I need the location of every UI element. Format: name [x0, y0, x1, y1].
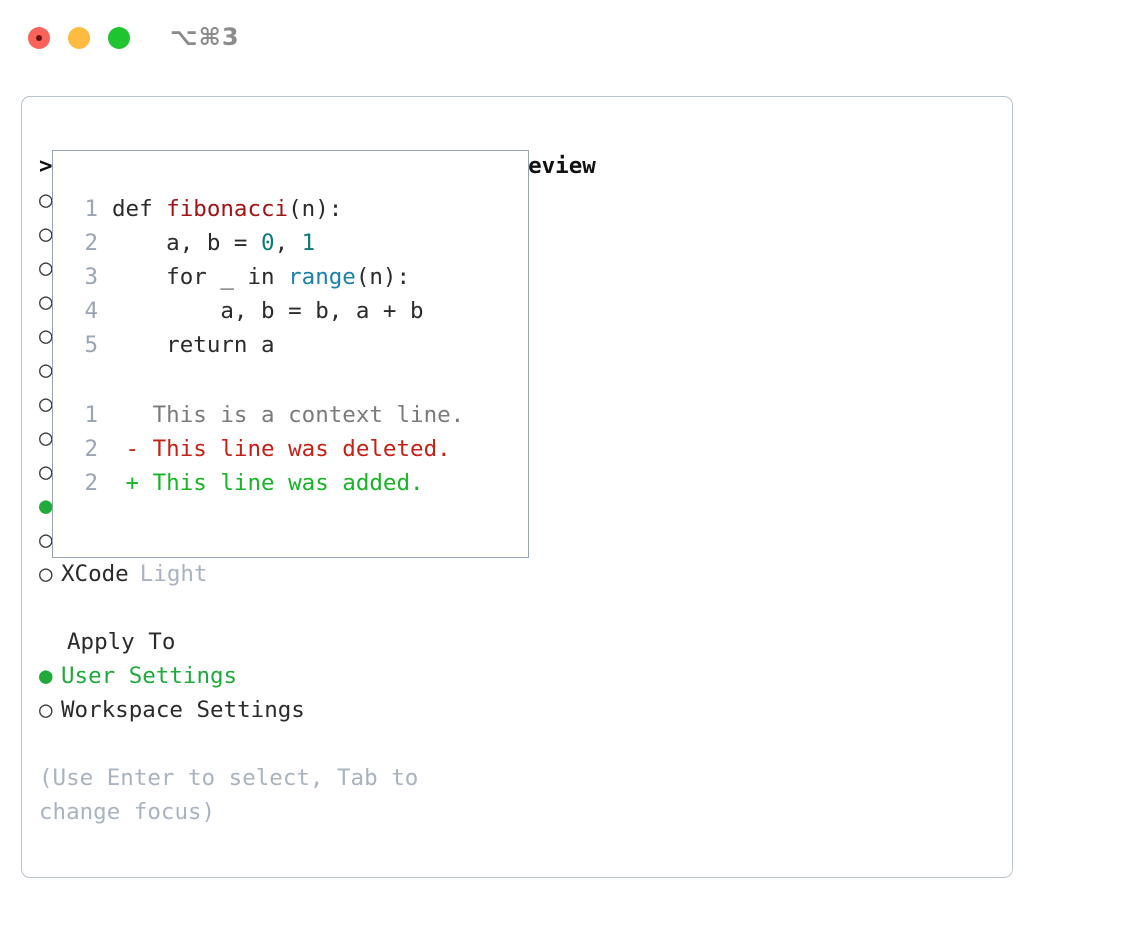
code-line-number: 3	[84, 264, 98, 290]
code-token-num: 0	[261, 230, 275, 256]
apply-to-heading: Apply To	[67, 629, 176, 655]
code-diff-spacer	[71, 362, 528, 398]
title-bar: ⌥⌘3	[0, 0, 1140, 78]
apply-to-option-label: User Settings	[61, 663, 238, 689]
radio-unselected-icon[interactable]: ○	[39, 289, 53, 315]
code-token-plain: return a	[112, 332, 275, 358]
code-line-number: 1	[84, 196, 98, 222]
code-line-number: 4	[84, 298, 98, 324]
radio-unselected-icon[interactable]: ○	[39, 697, 53, 723]
theme-option-xcode[interactable]: ○ XCode Light	[39, 557, 489, 591]
apply-to-option-user-settings[interactable]: ● User Settings	[39, 659, 489, 693]
content-panel: > Select Theme ○ANSIDark○Atom OneDark○Ay…	[21, 96, 1013, 878]
code-line: 3 for _ in range(n):	[71, 260, 528, 294]
minimize-window-button[interactable]	[68, 27, 90, 49]
code-line: 5 return a	[71, 328, 528, 362]
diff-line-context: 1 This is a context line.	[71, 398, 528, 432]
diff-line-number: 2	[84, 436, 98, 462]
preview-column: Preview	[501, 149, 991, 183]
code-line: 4 a, b = b, a + b	[71, 294, 528, 328]
radio-unselected-icon[interactable]: ○	[39, 221, 53, 247]
keyboard-hint-text: (Use Enter to select, Tab to change focu…	[39, 765, 432, 825]
radio-selected-icon[interactable]: ●	[39, 493, 53, 519]
radio-unselected-icon[interactable]: ○	[39, 357, 53, 383]
code-line-text: a, b = 0, 1	[112, 226, 315, 260]
code-line-text: return a	[112, 328, 275, 362]
radio-unselected-icon[interactable]: ○	[39, 391, 53, 417]
close-window-button[interactable]	[28, 27, 50, 49]
diff-marker: -	[112, 436, 140, 462]
code-token-plain: a, b = b, a + b	[112, 298, 424, 324]
diff-marker: +	[112, 470, 140, 496]
code-token-plain: ,	[274, 230, 302, 256]
diff-marker	[112, 398, 139, 432]
radio-selected-icon[interactable]: ●	[39, 663, 53, 689]
radio-unselected-icon[interactable]: ○	[39, 425, 53, 451]
code-line: 2 a, b = 0, 1	[71, 226, 528, 260]
maximize-window-button[interactable]	[108, 27, 130, 49]
diff-line-text: This line was added.	[139, 470, 424, 496]
diff-line-added: 2 + This line was added.	[71, 466, 528, 500]
radio-unselected-icon[interactable]: ○	[39, 187, 53, 213]
radio-unselected-icon[interactable]: ○	[39, 561, 53, 587]
code-line-number: 5	[84, 332, 98, 358]
apply-to-option-label: Workspace Settings	[61, 697, 305, 723]
keyboard-shortcut-label: ⌥⌘3	[170, 23, 240, 51]
diff-line-number: 1	[84, 402, 98, 428]
radio-unselected-icon[interactable]: ○	[39, 323, 53, 349]
code-token-plain: (n):	[355, 264, 411, 290]
radio-unselected-icon[interactable]: ○	[39, 255, 53, 281]
apply-to-list[interactable]: ● User Settings ○ Workspace Settings	[39, 659, 489, 727]
code-token-plain: a, b =	[112, 230, 262, 256]
code-token-plain: def	[112, 196, 167, 222]
code-line-number: 2	[84, 230, 98, 256]
code-line: 1 def fibonacci(n):	[71, 192, 528, 226]
code-token-plain: for _ in	[112, 264, 289, 290]
code-line-text: a, b = b, a + b	[112, 294, 424, 328]
code-line-text: for _ in range(n):	[112, 260, 410, 294]
code-token-num: 1	[301, 230, 316, 256]
preview-heading: Preview	[501, 153, 596, 179]
code-token-fn: fibonacci	[166, 196, 289, 222]
theme-option-variant: Light	[139, 561, 208, 587]
code-token-plain: (n):	[288, 196, 343, 222]
radio-unselected-icon[interactable]: ○	[39, 527, 53, 553]
radio-unselected-icon[interactable]: ○	[39, 459, 53, 485]
diff-line-deleted: 2 - This line was deleted.	[71, 432, 528, 466]
diff-line-number: 2	[84, 470, 98, 496]
code-line-text: def fibonacci(n):	[112, 192, 342, 226]
code-token-builtin: range	[288, 264, 356, 290]
diff-line-text: This is a context line.	[139, 402, 465, 428]
apply-to-option-workspace-settings[interactable]: ○ Workspace Settings	[39, 693, 489, 727]
diff-line-text: This line was deleted.	[139, 436, 451, 462]
diff-sample: 1 This is a context line.2 - This line w…	[71, 398, 528, 500]
theme-option-label: XCode	[61, 561, 129, 587]
